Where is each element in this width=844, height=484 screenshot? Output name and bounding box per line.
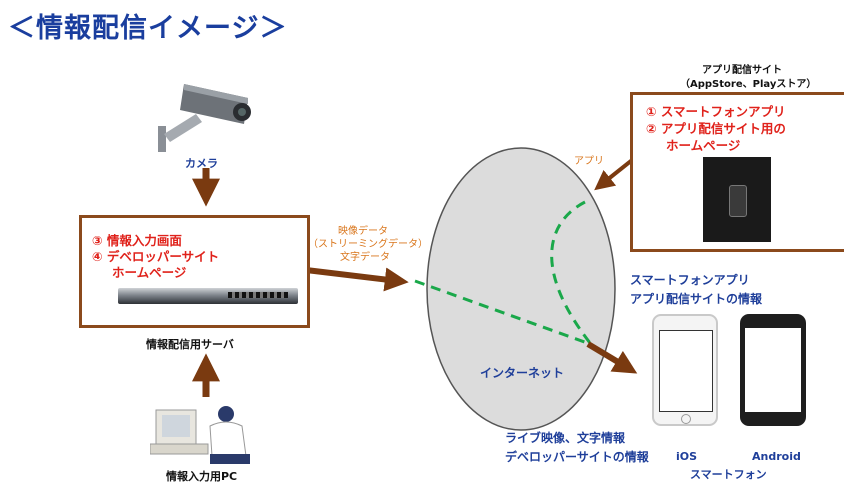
app-item-2-cont: ホームページ xyxy=(666,138,741,153)
pc-user-icon xyxy=(150,406,250,464)
live-info-line2: デベロッパーサイトの情報 xyxy=(505,450,649,464)
app-item-1: ① スマートフォンアプリ xyxy=(646,104,786,119)
pc-label: 情報入力用PC xyxy=(166,470,238,483)
android-phone-image xyxy=(740,314,806,426)
app-dashed-path xyxy=(550,200,592,344)
stream-label-video: 映像データ xyxy=(338,226,388,237)
stream-dashed-path xyxy=(414,279,591,346)
smartphone-label: スマートフォン xyxy=(690,468,767,481)
server-item-4: ④ デベロッパーサイト xyxy=(92,249,220,264)
internet-label: インターネット xyxy=(480,366,565,380)
internet-cloud xyxy=(426,147,616,431)
server-box xyxy=(79,215,310,328)
app-site-title: アプリ配信サイト xyxy=(702,65,782,76)
app-item-2: ② アプリ配信サイト用の xyxy=(646,121,786,136)
camera-icon xyxy=(158,84,251,152)
camera-label: カメラ xyxy=(185,157,218,170)
server-label: 情報配信用サーバ xyxy=(146,338,234,351)
iphone-image xyxy=(652,314,718,426)
server-item-3: ③ 情報入力画面 xyxy=(92,233,182,248)
stream-label-text: 文字データ xyxy=(340,252,390,263)
server-to-internet-arrow xyxy=(305,267,409,292)
server-icon xyxy=(118,288,298,304)
stream-label-streaming: （ストリーミングデータ） xyxy=(308,239,428,250)
app-book-cover-image xyxy=(703,157,771,242)
internet-to-phones-arrow xyxy=(586,341,638,374)
app-site-subtitle: （AppStore、Playストア） xyxy=(680,79,817,90)
live-info-line1: ライブ映像、文字情報 xyxy=(505,431,626,445)
page-title: ＜情報配信イメージ＞ xyxy=(8,13,288,44)
app-arrow-label: アプリ xyxy=(574,156,604,167)
android-label: Android xyxy=(752,450,801,463)
server-item-4-cont: ホームページ xyxy=(112,265,187,280)
phone-info-line1: スマートフォンアプリ xyxy=(630,273,750,287)
phone-info-line2: アプリ配信サイトの情報 xyxy=(630,292,763,306)
ios-label: iOS xyxy=(676,450,698,463)
